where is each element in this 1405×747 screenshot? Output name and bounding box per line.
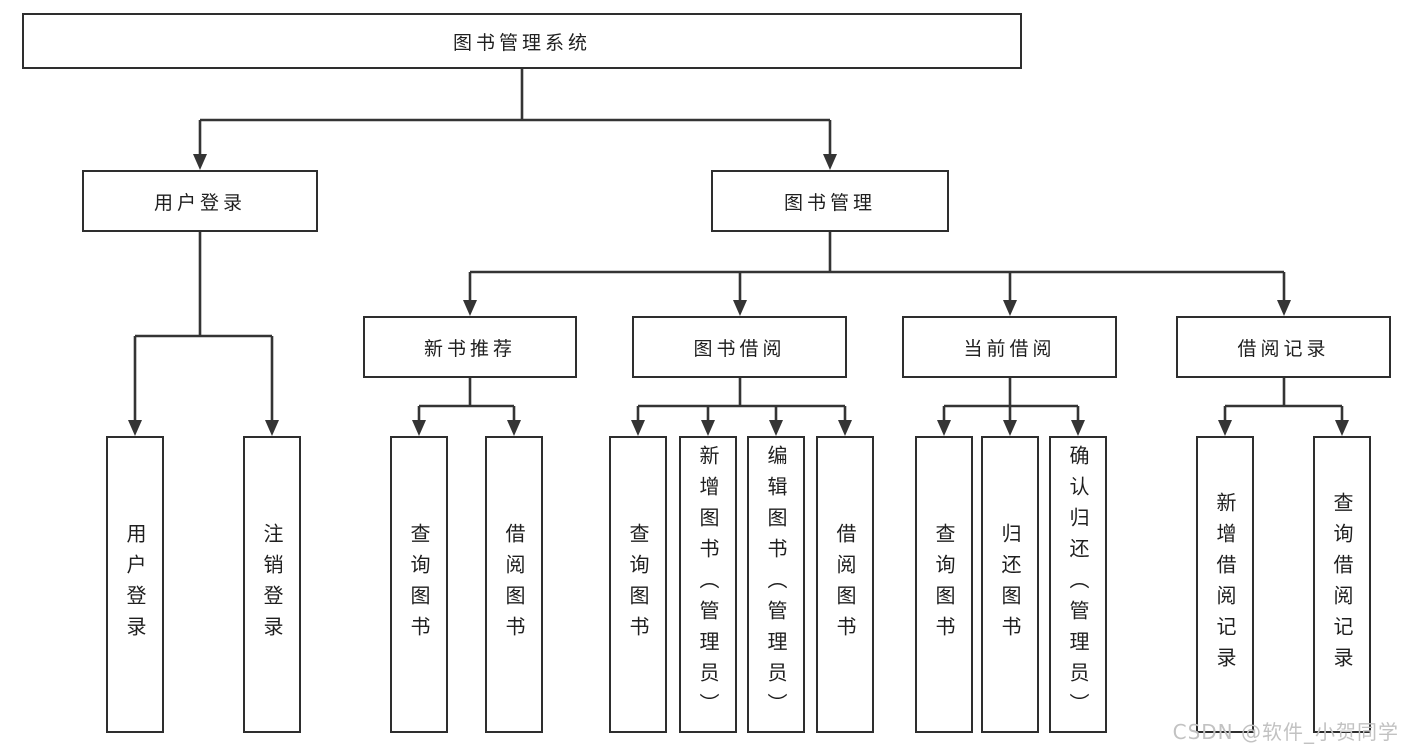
leaf-nb-query-books: 查询图书 <box>390 436 448 733</box>
node-book-borrowing: 图书借阅 <box>632 316 847 378</box>
node-root: 图书管理系统 <box>22 13 1022 69</box>
node-new-book-recommendation: 新书推荐 <box>363 316 577 378</box>
csdn-watermark: CSDN @软件_小贺同学 <box>1172 720 1399 744</box>
leaf-cb-query-books: 查询图书 <box>915 436 973 733</box>
leaf-user-login: 用户登录 <box>106 436 164 733</box>
node-borrowing-records: 借阅记录 <box>1176 316 1391 378</box>
leaf-br-query-record: 查询借阅记录 <box>1313 436 1371 733</box>
node-user-login: 用户登录 <box>82 170 318 232</box>
leaf-cb-return-books: 归还图书 <box>981 436 1039 733</box>
leaf-bb-edit-book-admin: 编辑图书（管理员） <box>747 436 805 733</box>
leaf-br-add-record: 新增借阅记录 <box>1196 436 1254 733</box>
node-book-management: 图书管理 <box>711 170 949 232</box>
leaf-logout: 注销登录 <box>243 436 301 733</box>
node-current-borrowing: 当前借阅 <box>902 316 1117 378</box>
leaf-nb-borrow-books: 借阅图书 <box>485 436 543 733</box>
leaf-bb-query-books: 查询图书 <box>609 436 667 733</box>
leaf-cb-confirm-return-admin: 确认归还（管理员） <box>1049 436 1107 733</box>
leaf-bb-add-book-admin: 新增图书（管理员） <box>679 436 737 733</box>
leaf-bb-borrow-books: 借阅图书 <box>816 436 874 733</box>
